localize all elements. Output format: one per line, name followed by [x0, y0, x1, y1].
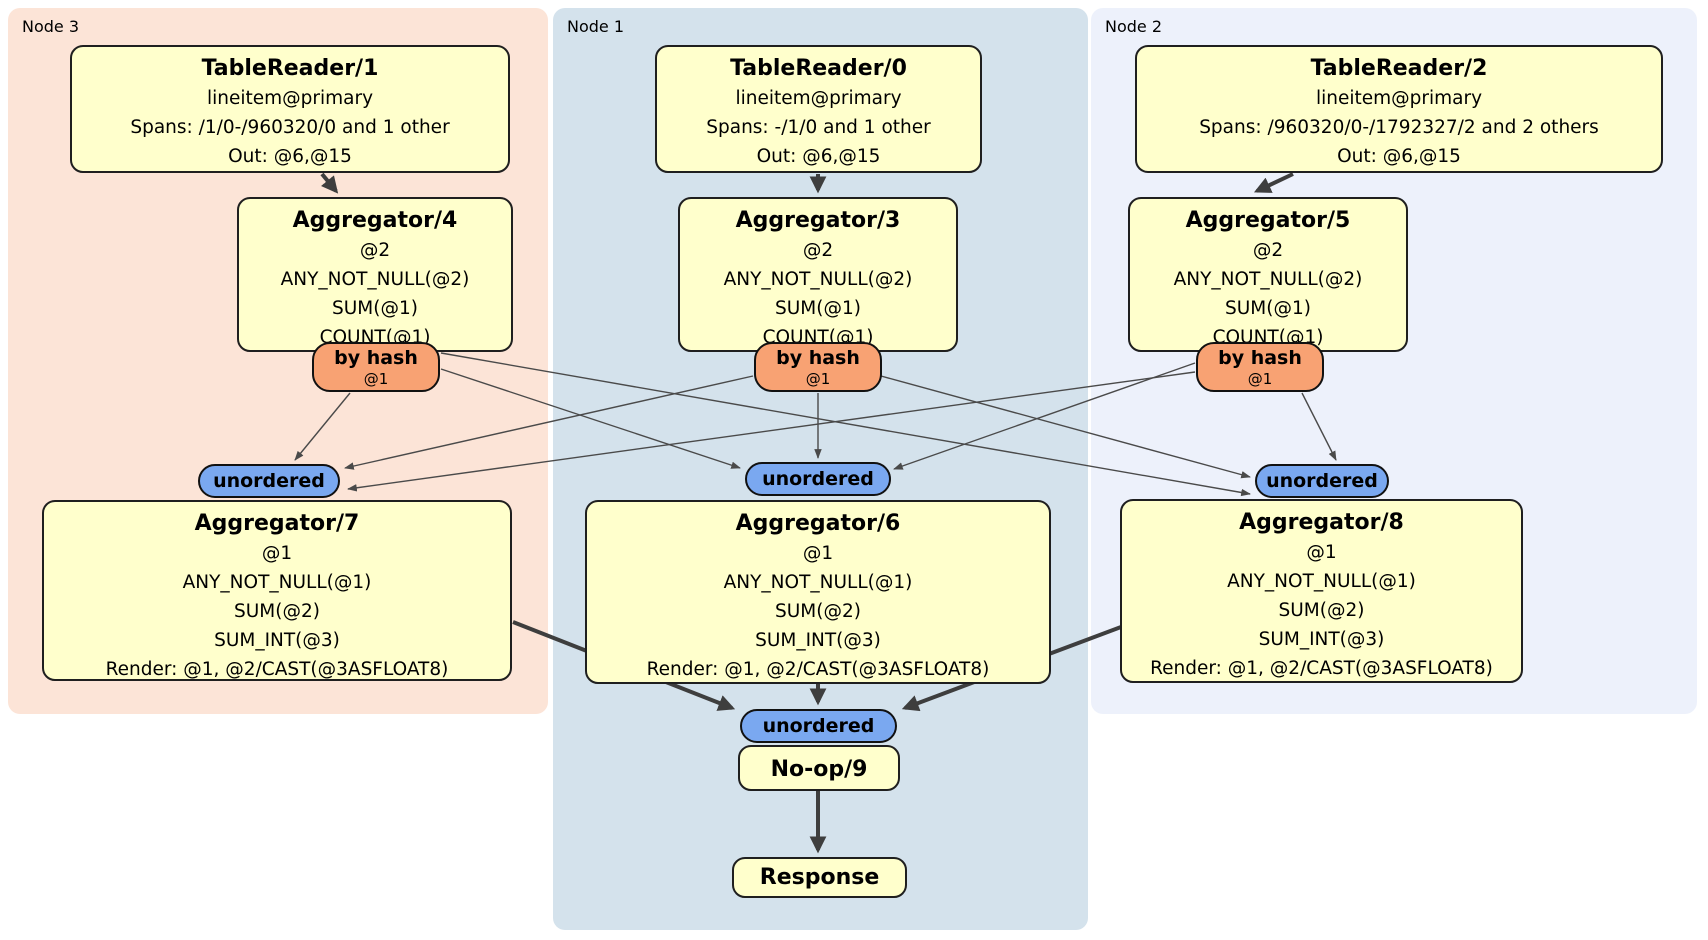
- unordered-label: unordered: [762, 715, 875, 737]
- processor-line: Render: @1, @2/CAST(@3ASFLOAT8): [1150, 658, 1493, 679]
- processor-line: SUM(@2): [1278, 600, 1365, 621]
- processor-title: Response: [759, 865, 880, 890]
- unordered-label: unordered: [1266, 470, 1378, 492]
- processor-title: TableReader/0: [730, 56, 907, 81]
- processor-title: Aggregator/3: [735, 208, 901, 233]
- node-3-label: Node 3: [22, 17, 80, 36]
- processor-line: SUM(@1): [1225, 298, 1311, 319]
- processor-line: ANY_NOT_NULL(@2): [1173, 269, 1363, 290]
- processor-line: ANY_NOT_NULL(@2): [723, 269, 913, 290]
- processor-line: lineitem@primary: [735, 88, 902, 109]
- processor-line: Spans: /1/0-/960320/0 and 1 other: [130, 117, 450, 138]
- processor-line: SUM(@1): [332, 298, 418, 319]
- by-hash-detail: @1: [1247, 370, 1273, 388]
- processor-line: lineitem@primary: [1315, 88, 1483, 109]
- processor-line: Out: @6,@15: [1337, 146, 1461, 167]
- by-hash-detail: @1: [805, 370, 831, 388]
- processor-title: Aggregator/5: [1185, 208, 1351, 233]
- aggregator-8-box: Aggregator/8 @1 ANY_NOT_NULL(@1) SUM(@2)…: [1120, 499, 1523, 683]
- by-hash-router-node2: by hash @1: [1196, 342, 1324, 392]
- by-hash-label: by hash: [334, 347, 418, 369]
- response-box: Response: [732, 857, 907, 898]
- unordered-sync-node2: unordered: [1255, 464, 1389, 498]
- processor-line: Spans: /960320/0-/1792327/2 and 2 others: [1199, 117, 1599, 138]
- processor-line: @2: [1252, 240, 1284, 261]
- processor-title: Aggregator/7: [194, 511, 360, 536]
- processor-line: ANY_NOT_NULL(@2): [280, 269, 470, 290]
- processor-title: TableReader/1: [201, 56, 379, 81]
- processor-line: @2: [802, 240, 834, 261]
- aggregator-4-box: Aggregator/4 @2 ANY_NOT_NULL(@2) SUM(@1)…: [237, 197, 513, 352]
- tablereader-1-box: TableReader/1 lineitem@primary Spans: /1…: [70, 45, 510, 173]
- processor-line: SUM_INT(@3): [1258, 629, 1385, 650]
- by-hash-detail: @1: [363, 370, 389, 388]
- processor-line: ANY_NOT_NULL(@1): [1227, 571, 1416, 592]
- unordered-sync-final: unordered: [740, 709, 897, 743]
- aggregator-3-box: Aggregator/3 @2 ANY_NOT_NULL(@2) SUM(@1)…: [678, 197, 958, 352]
- by-hash-router-node1: by hash @1: [754, 342, 882, 392]
- aggregator-5-box: Aggregator/5 @2 ANY_NOT_NULL(@2) SUM(@1)…: [1128, 197, 1408, 352]
- processor-line: @1: [261, 543, 293, 564]
- unordered-label: unordered: [213, 470, 325, 492]
- tablereader-2-box: TableReader/2 lineitem@primary Spans: /9…: [1135, 45, 1663, 173]
- processor-line: Spans: -/1/0 and 1 other: [706, 117, 931, 138]
- processor-line: @1: [802, 543, 834, 564]
- unordered-sync-node3: unordered: [198, 464, 340, 498]
- processor-line: ANY_NOT_NULL(@1): [182, 572, 372, 593]
- by-hash-label: by hash: [776, 347, 860, 369]
- aggregator-7-box: Aggregator/7 @1 ANY_NOT_NULL(@1) SUM(@2)…: [42, 500, 512, 681]
- processor-line: Render: @1, @2/CAST(@3ASFLOAT8): [646, 659, 990, 680]
- tablereader-0-box: TableReader/0 lineitem@primary Spans: -/…: [655, 45, 982, 173]
- processor-line: SUM_INT(@3): [214, 630, 340, 651]
- processor-title: Aggregator/8: [1239, 510, 1404, 535]
- processor-line: lineitem@primary: [206, 88, 374, 109]
- processor-line: Out: @6,@15: [228, 146, 352, 167]
- by-hash-router-node3: by hash @1: [312, 342, 440, 392]
- noop-box: No-op/9: [738, 745, 900, 791]
- processor-line: SUM(@1): [775, 298, 861, 319]
- node-2-label: Node 2: [1105, 17, 1163, 36]
- processor-line: @1: [1306, 542, 1337, 563]
- processor-title: Aggregator/6: [735, 511, 901, 536]
- processor-line: Render: @1, @2/CAST(@3ASFLOAT8): [105, 659, 449, 680]
- processor-line: SUM(@2): [234, 601, 320, 622]
- unordered-sync-node1: unordered: [745, 462, 891, 496]
- processor-title: Aggregator/4: [292, 208, 458, 233]
- processor-line: Out: @6,@15: [756, 146, 881, 167]
- processor-title: TableReader/2: [1310, 56, 1488, 81]
- processor-line: SUM_INT(@3): [755, 630, 881, 651]
- processor-line: ANY_NOT_NULL(@1): [723, 572, 913, 593]
- processor-title: No-op/9: [770, 757, 868, 782]
- processor-line: @2: [359, 240, 391, 261]
- processor-line: SUM(@2): [775, 601, 861, 622]
- node-1-label: Node 1: [567, 17, 625, 36]
- aggregator-6-box: Aggregator/6 @1 ANY_NOT_NULL(@1) SUM(@2)…: [585, 500, 1051, 684]
- unordered-label: unordered: [762, 468, 874, 490]
- by-hash-label: by hash: [1218, 347, 1302, 369]
